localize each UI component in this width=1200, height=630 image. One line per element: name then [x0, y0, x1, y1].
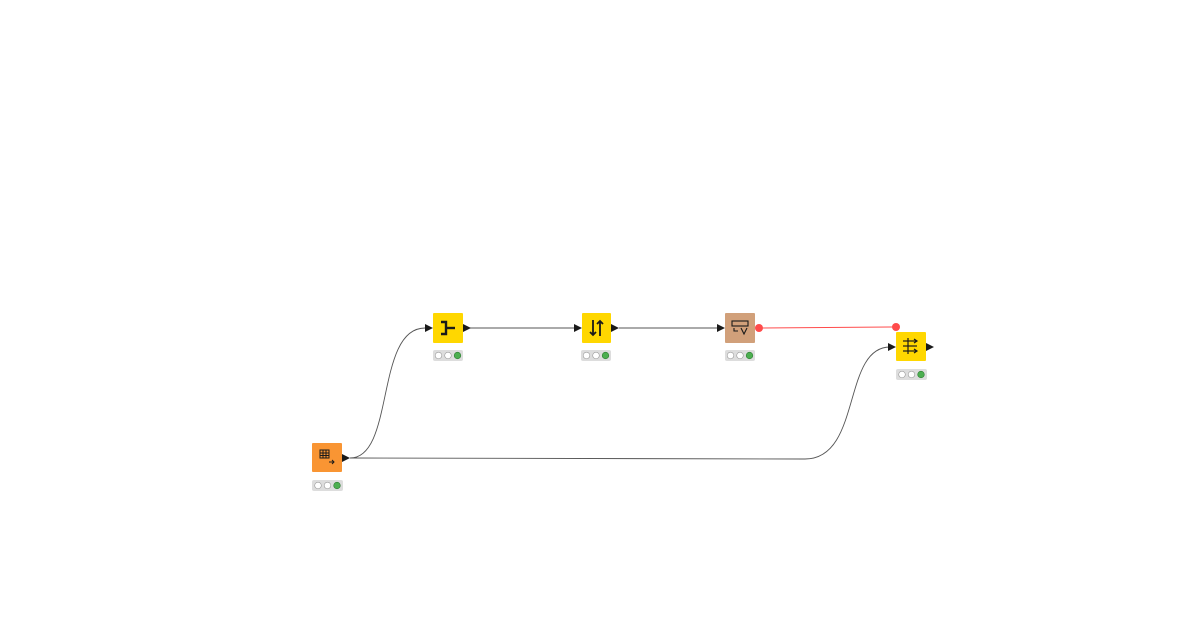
- output-port-variable[interactable]: [755, 324, 763, 332]
- input-port-data[interactable]: [425, 324, 433, 332]
- status-indicator: [312, 480, 343, 491]
- node-sorter[interactable]: [574, 313, 619, 361]
- node-table-reader[interactable]: [312, 443, 350, 491]
- connection-reader-to-splitter[interactable]: [349, 327, 426, 459]
- sorter-icon: [589, 319, 604, 337]
- status-indicator: [433, 350, 463, 361]
- connections: [349, 326, 897, 460]
- table-reader-icon: [319, 449, 335, 465]
- status-indicator: [581, 350, 611, 361]
- table-to-variable-icon: [731, 320, 749, 336]
- node-column-filter[interactable]: [888, 323, 934, 380]
- input-port-data[interactable]: [888, 343, 896, 351]
- status-indicator: [896, 369, 927, 380]
- node-variable-converter-body[interactable]: [725, 313, 755, 343]
- input-port-data[interactable]: [574, 324, 582, 332]
- input-port-variable[interactable]: [892, 323, 900, 331]
- output-port-data[interactable]: [342, 454, 350, 462]
- connection-converter-to-filter-variable[interactable]: [758, 326, 897, 329]
- input-port-data[interactable]: [717, 324, 725, 332]
- output-port-data[interactable]: [926, 343, 934, 351]
- column-splitter-icon: [441, 320, 455, 336]
- output-port-data[interactable]: [611, 324, 619, 332]
- output-port-data[interactable]: [463, 324, 471, 332]
- status-indicator: [725, 350, 755, 361]
- node-sorter-body[interactable]: [582, 313, 611, 343]
- node-column-splitter[interactable]: [425, 313, 471, 361]
- node-variable-converter[interactable]: [717, 313, 763, 361]
- connection-reader-to-filter[interactable]: [349, 346, 891, 460]
- column-filter-icon: [903, 338, 919, 354]
